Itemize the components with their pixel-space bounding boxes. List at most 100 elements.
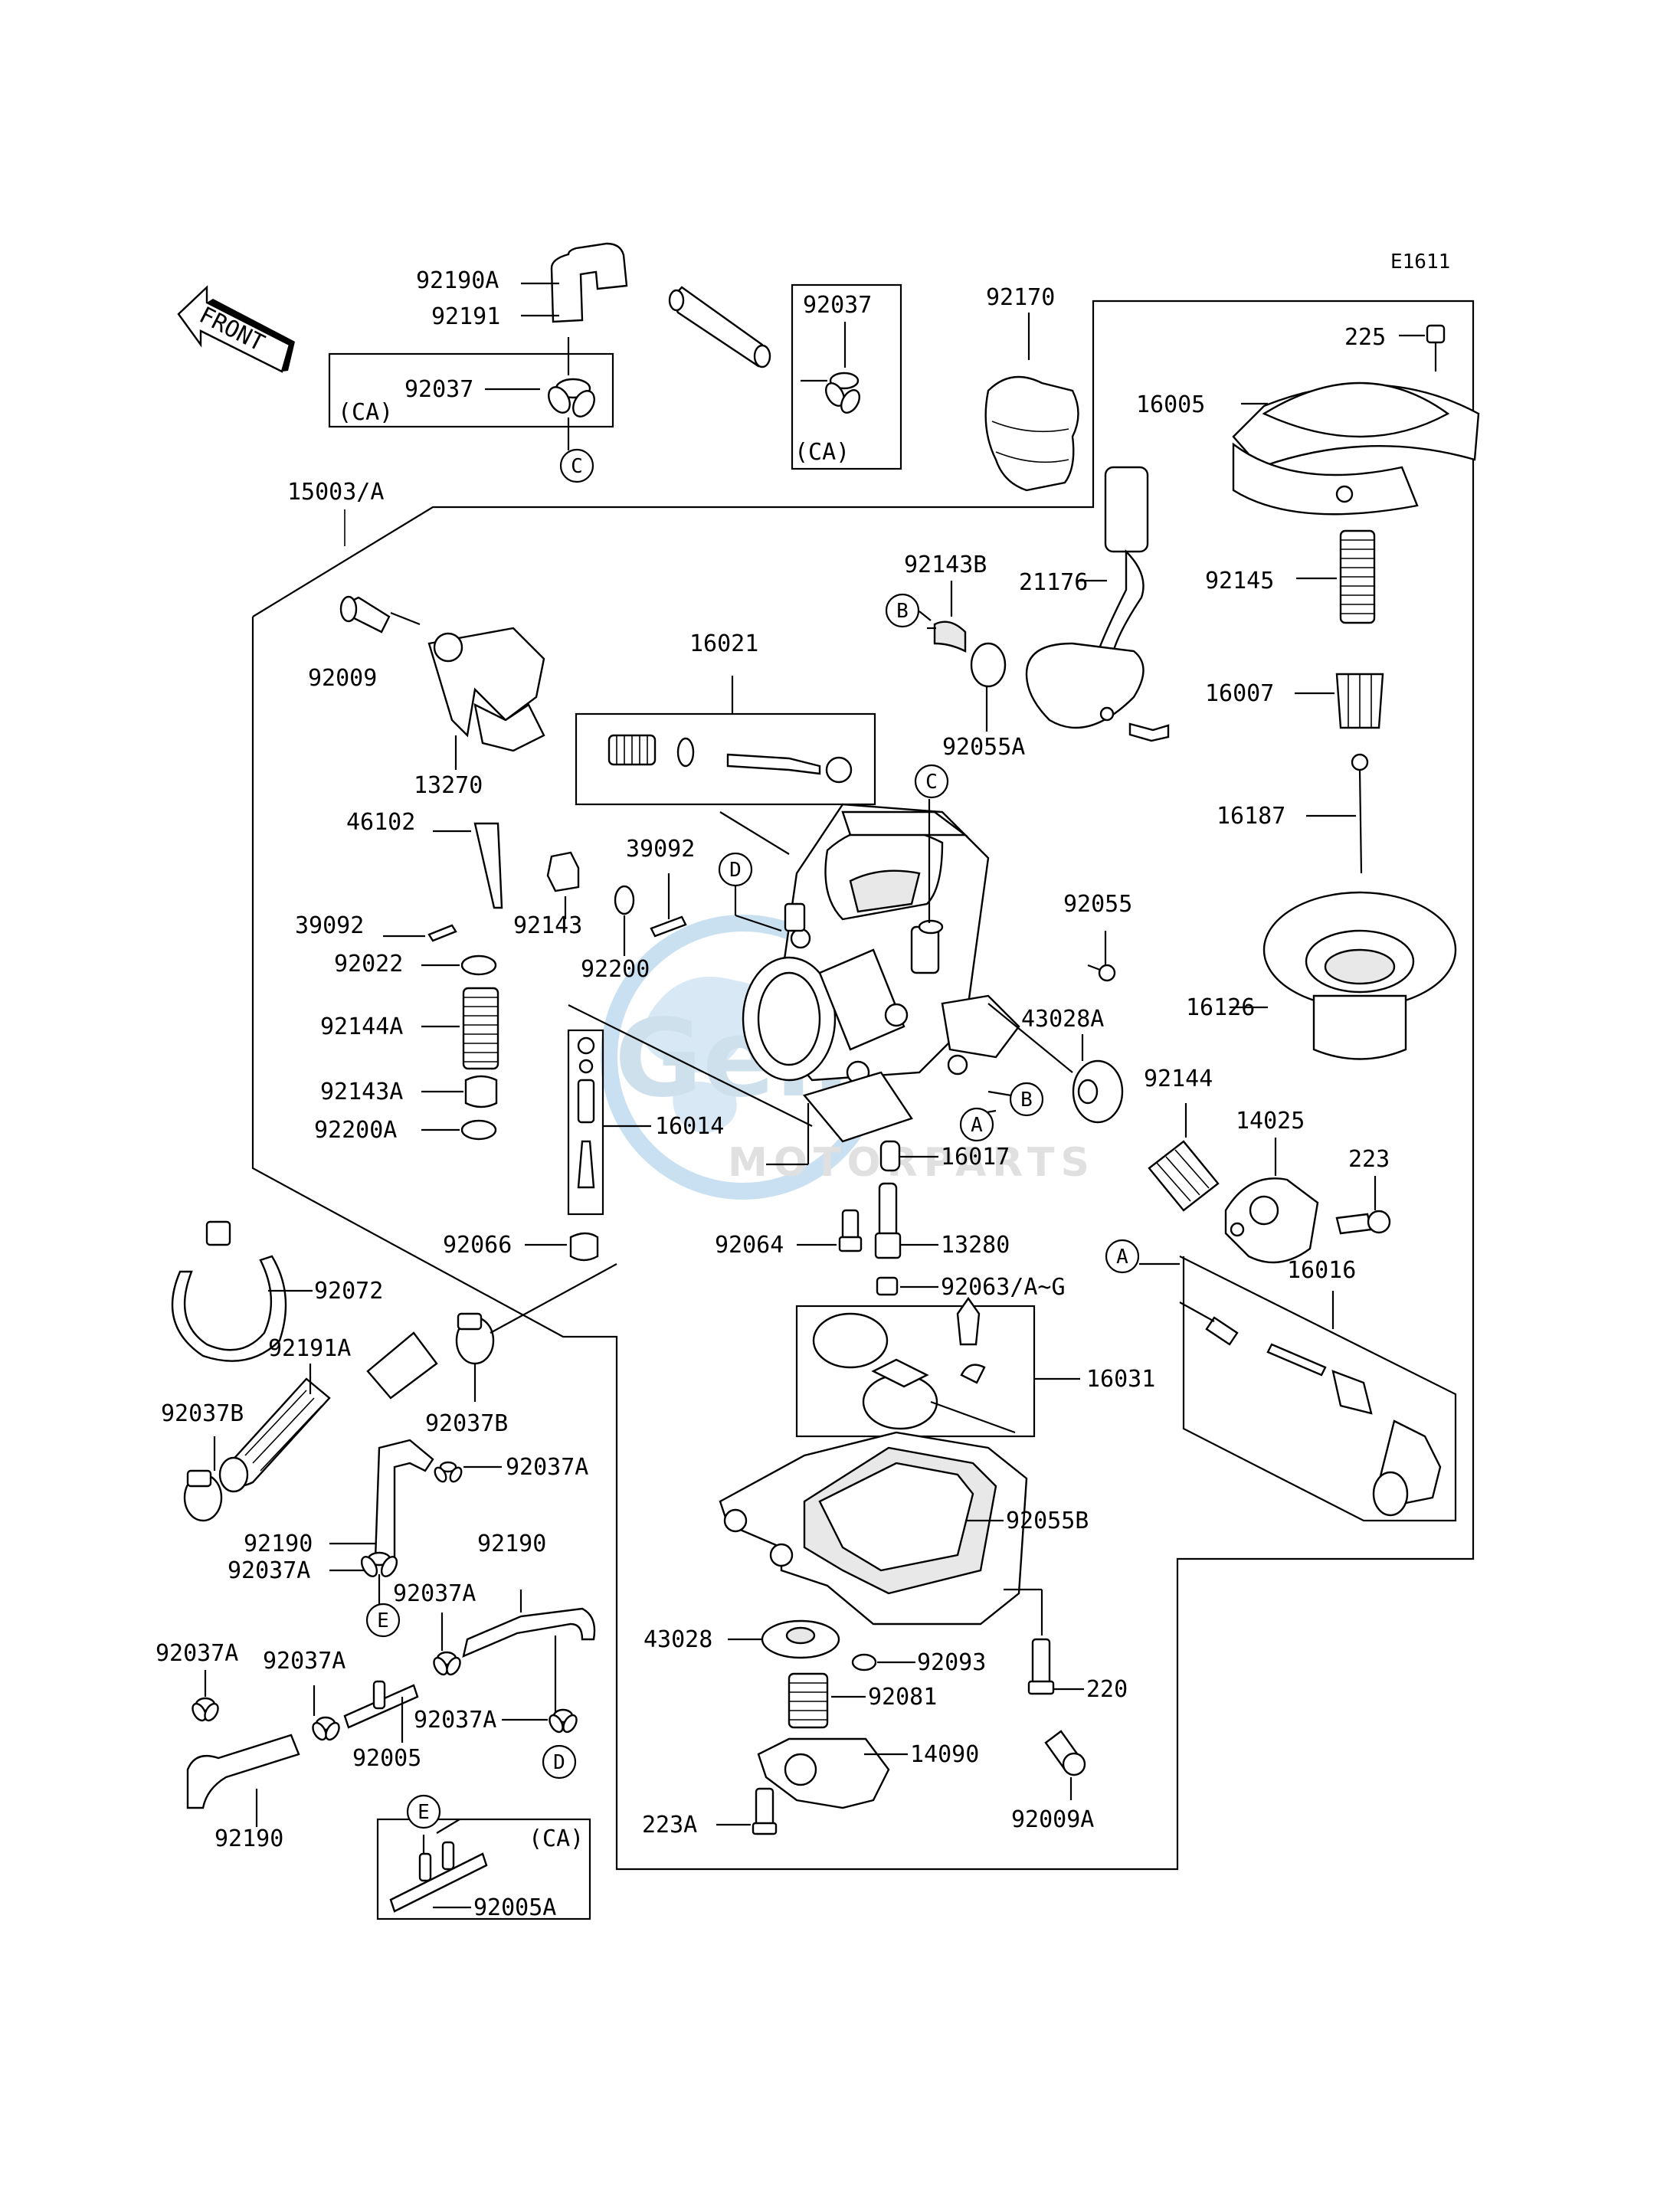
jet-92063-icon	[876, 1276, 899, 1296]
label-92190-2: 92190	[477, 1531, 546, 1557]
clip-92143B-icon	[933, 620, 967, 653]
jet-16017-icon	[879, 1140, 901, 1172]
label-16016: 16016	[1287, 1257, 1356, 1284]
label-92037A-6: 92037A	[414, 1707, 496, 1734]
svg-text:B: B	[896, 600, 909, 623]
label-16017: 16017	[941, 1144, 1010, 1171]
label-16031: 16031	[1086, 1366, 1155, 1393]
label-92144A: 92144A	[320, 1013, 403, 1040]
label-92063AG: 92063/A~G	[941, 1274, 1066, 1301]
label-92200A: 92200A	[314, 1117, 397, 1144]
label-92190-3: 92190	[215, 1825, 283, 1852]
label-220: 220	[1086, 1676, 1128, 1703]
label-43028A: 43028A	[1021, 1006, 1104, 1033]
washer-92200A-icon	[460, 1119, 497, 1141]
callout-C-top: C	[559, 448, 594, 483]
screw-223A-icon	[752, 1787, 778, 1835]
label-13280: 13280	[941, 1232, 1010, 1259]
label-92191: 92191	[431, 303, 500, 330]
hose-92190-a-icon	[374, 1439, 434, 1560]
spring-92081-icon	[788, 1672, 829, 1729]
ca-box-bottom	[376, 1818, 591, 1920]
box-16021	[575, 712, 876, 806]
holder-16007-icon	[1335, 673, 1384, 729]
callout-E-bottom: E	[406, 1794, 441, 1829]
screw-220-icon	[1027, 1638, 1055, 1695]
spring-92145-icon	[1339, 529, 1376, 624]
label-92037-right: 92037	[803, 292, 872, 319]
label-92170: 92170	[986, 284, 1055, 311]
clip-icon	[548, 378, 595, 417]
carburetor-body-icon	[742, 803, 1020, 1143]
label-92037A-5: 92037A	[263, 1648, 345, 1675]
throttle-sensor-21176-icon	[1025, 466, 1170, 742]
label-39092-top: 39092	[626, 836, 695, 863]
clip-92037A-e-icon	[312, 1716, 340, 1741]
label-16021: 16021	[689, 630, 758, 657]
washer-92200-icon	[614, 885, 635, 915]
label-92190A: 92190A	[416, 267, 499, 294]
label-15003A: 15003/A	[287, 479, 384, 506]
hose-92191A-icon	[218, 1331, 438, 1493]
label-46102: 46102	[346, 809, 415, 836]
label-16005: 16005	[1136, 391, 1205, 418]
ca-box-left	[328, 352, 614, 428]
label-92037-left: 92037	[404, 376, 473, 403]
label-39092-left: 39092	[295, 912, 364, 939]
label-14025: 14025	[1236, 1108, 1305, 1135]
callout-D-bottom: D	[542, 1744, 577, 1780]
svg-text:C: C	[571, 455, 583, 478]
screw-set-16021-icon	[607, 734, 853, 784]
cap-92066-icon	[569, 1232, 599, 1262]
label-16014: 16014	[655, 1113, 724, 1140]
label-223A: 223A	[642, 1812, 697, 1838]
cover-16005-icon	[1232, 381, 1480, 516]
o-ring-92055-icon	[1098, 964, 1116, 982]
fitting-92005A-icon	[389, 1841, 488, 1913]
label-13270: 13270	[414, 772, 483, 799]
label-92143A: 92143A	[320, 1079, 403, 1105]
screw-223-icon	[1335, 1210, 1391, 1235]
svg-text:E: E	[377, 1609, 389, 1632]
label-92081: 92081	[868, 1684, 937, 1711]
box-16014	[567, 1029, 604, 1216]
clamp-92037B-icon	[183, 1469, 223, 1522]
label-92064: 92064	[715, 1232, 784, 1259]
diaphragm-43028A-icon	[1072, 1059, 1124, 1124]
callout-E-mid: E	[365, 1603, 401, 1638]
clamp-92037B-right-icon	[455, 1312, 495, 1365]
clamp-92170-icon	[984, 375, 1079, 492]
label-92190-1: 92190	[244, 1531, 313, 1557]
jet-92064-icon	[838, 1209, 863, 1252]
callout-A-right: A	[1105, 1239, 1140, 1274]
float-bowl-icon	[719, 1431, 1028, 1626]
tee-92005-icon	[343, 1680, 419, 1729]
clip-icon	[825, 372, 860, 414]
clip-92037A-b-icon	[360, 1551, 398, 1577]
label-ca-left: (CA)	[338, 399, 393, 426]
box-16016	[1179, 1256, 1457, 1522]
spacer-92143A-icon	[464, 1075, 498, 1108]
cover-14090-icon	[757, 1737, 890, 1809]
svg-text:A: A	[1116, 1246, 1128, 1269]
label-92093: 92093	[917, 1649, 986, 1676]
svg-text:E: E	[418, 1801, 430, 1824]
fuel-hose-top	[550, 242, 771, 368]
svg-text:D: D	[729, 859, 742, 882]
svg-text:B: B	[1020, 1089, 1033, 1112]
spring-92144A-icon	[462, 987, 499, 1070]
clip-92037A-icon	[434, 1461, 463, 1483]
o-ring-92093-icon	[851, 1653, 877, 1671]
hose-92190-b-icon	[462, 1607, 596, 1658]
ca-box-right	[791, 283, 902, 470]
label-92037B-right: 92037B	[425, 1410, 508, 1437]
label-92005A: 92005A	[473, 1894, 556, 1921]
label-92055A: 92055A	[942, 734, 1025, 761]
label-92200: 92200	[581, 956, 650, 983]
label-92037B-left: 92037B	[161, 1400, 244, 1427]
watermark-sub: MOTORPARTS	[728, 1140, 1095, 1186]
label-ca-bottom: (CA)	[529, 1825, 584, 1852]
label-92037A-2: 92037A	[228, 1557, 310, 1584]
diagram-code: E1611	[1390, 250, 1450, 273]
